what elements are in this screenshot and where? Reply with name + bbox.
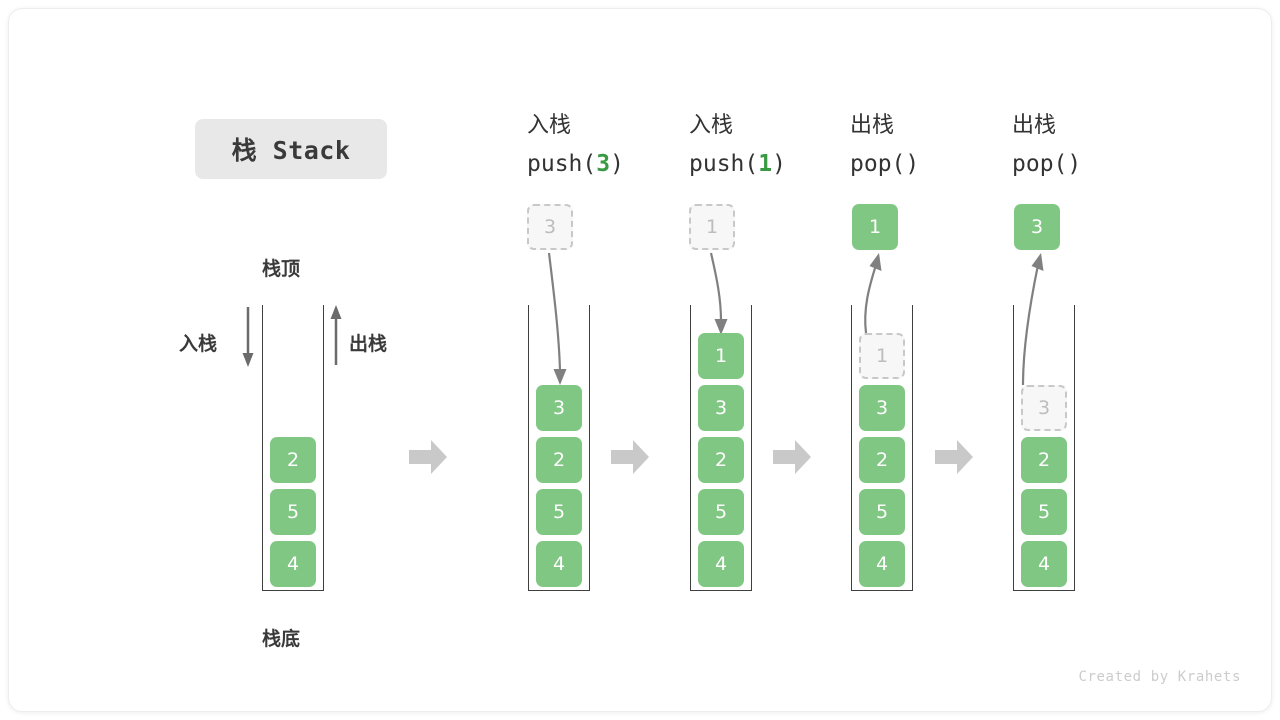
stack-cell: 2 [698,437,744,483]
floating-cell: 1 [689,204,735,250]
step-pop-1: 出栈 pop() 1 1 3 2 5 4 [850,115,970,595]
code-suffix: ) [905,151,920,177]
stack-cell: 1 [859,333,905,379]
step-push-3: 入栈 push(3) 3 3 2 5 4 [527,115,647,595]
step-op-label: 出栈 [850,113,895,138]
stack-cell: 5 [698,489,744,535]
stack-top-label: 栈顶 [262,258,301,280]
overview-pop-label: 出栈 [349,333,388,355]
push-down-arrow-icon [242,307,254,367]
step-push-1: 入栈 push(1) 1 1 3 2 5 4 [689,115,809,595]
stack-cell: 4 [859,541,905,587]
step-separator-arrow-icon [773,440,811,474]
stack-cell: 4 [698,541,744,587]
pop-motion-arrow-icon [864,253,882,334]
stack-cell: 2 [536,437,582,483]
step-op-label: 入栈 [527,113,572,138]
stack-cell: 3 [536,385,582,431]
overview-stack-container: 2 5 4 [262,305,324,591]
stack-cell: 3 [698,385,744,431]
stack-cell: 3 [1021,385,1067,431]
stack-cell: 5 [859,489,905,535]
push-motion-arrow-icon [709,252,728,335]
code-prefix: pop( [850,151,906,177]
step-pop-3: 出栈 pop() 3 3 2 5 4 [1012,115,1132,595]
floating-cell: 3 [1014,204,1060,250]
code-arg: 1 [758,151,773,177]
stack-cell: 1 [698,333,744,379]
code-suffix: ) [610,151,624,177]
stack-cell: 5 [536,489,582,535]
diagram-canvas: 栈 Stack 栈顶 入栈 出栈 2 5 4 栈底 [8,8,1272,712]
stack-cell: 3 [859,385,905,431]
stack-cell: 4 [536,541,582,587]
stack-cell: 5 [270,489,316,535]
stack-cell: 4 [1021,541,1067,587]
step-op-code: push(3) [527,153,624,176]
code-suffix: ) [772,151,786,177]
stack-cell: 2 [859,437,905,483]
stack-cell: 2 [1021,437,1067,483]
step-op-code: pop() [1012,153,1081,176]
step-op-label: 入栈 [689,113,734,138]
stack-cell: 4 [270,541,316,587]
code-prefix: push( [527,151,597,177]
code-arg: 3 [596,151,611,177]
step-separator-arrow-icon [935,440,973,474]
page-title: 栈 Stack [195,119,387,179]
step-stack-container: 1 3 2 5 4 [851,305,913,591]
step-separator-arrow-icon [409,440,447,474]
step-stack-container: 1 3 2 5 4 [690,305,752,591]
step-stack-container: 3 2 5 4 [528,305,590,591]
floating-cell: 1 [852,204,898,250]
overview-push-label: 入栈 [179,333,218,355]
step-op-code: pop() [850,153,919,176]
stack-cell: 5 [1021,489,1067,535]
footer-credit: Created by Krahets [1078,669,1241,685]
stack-bottom-label: 栈底 [262,628,301,650]
floating-cell: 3 [527,204,573,250]
push-motion-arrow-icon [547,252,567,385]
step-op-label: 出栈 [1012,113,1057,138]
stack-cell: 2 [270,437,316,483]
step-op-code: push(1) [689,153,786,176]
step-stack-container: 3 2 5 4 [1013,305,1075,591]
step-separator-arrow-icon [611,440,649,474]
code-prefix: pop( [1012,151,1068,177]
overview-group: 栈顶 入栈 出栈 2 5 4 栈底 [179,239,419,659]
code-suffix: ) [1067,151,1082,177]
pop-motion-arrow-icon [1021,253,1044,386]
code-prefix: push( [689,151,759,177]
pop-up-arrow-icon [330,305,342,365]
